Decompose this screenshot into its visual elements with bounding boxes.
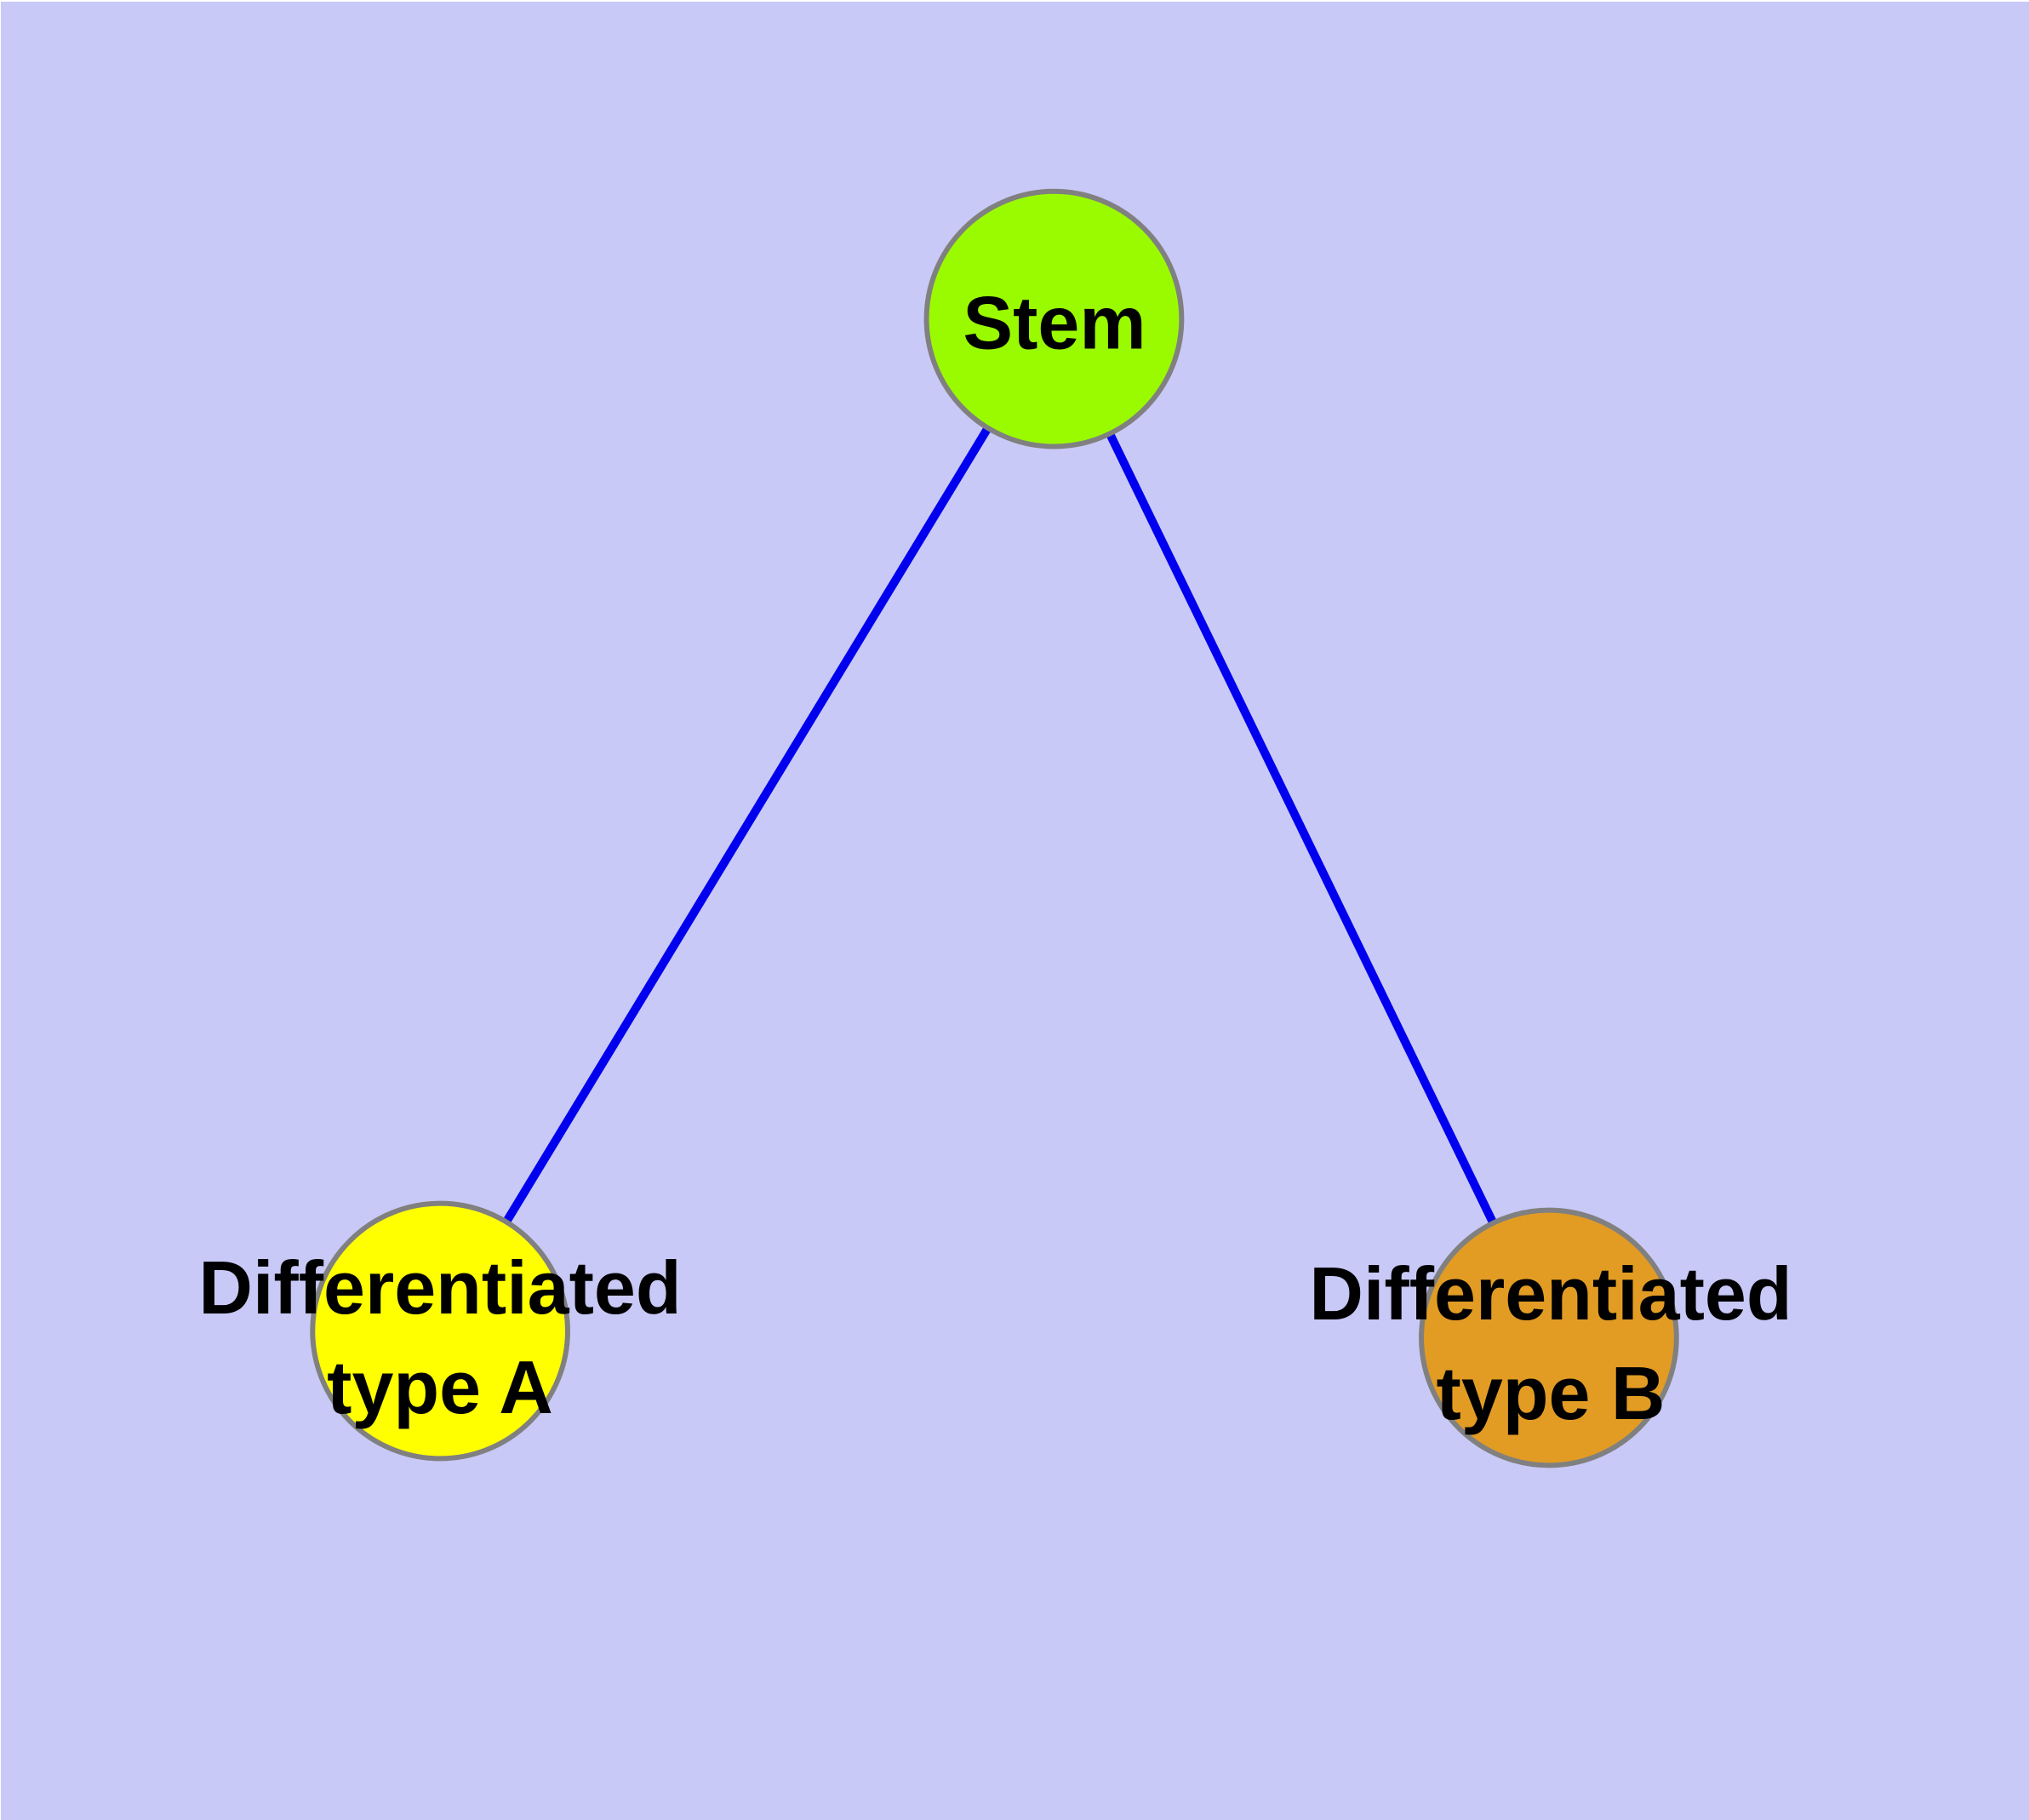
- edge-stem-to-type-b: [1049, 317, 1553, 1340]
- node-stem-circle: [923, 188, 1185, 449]
- edge-stem-to-type-a: [436, 317, 1058, 1334]
- node-differentiated-type-a-circle: [310, 1200, 570, 1462]
- node-differentiated-type-b-circle: [1419, 1207, 1679, 1468]
